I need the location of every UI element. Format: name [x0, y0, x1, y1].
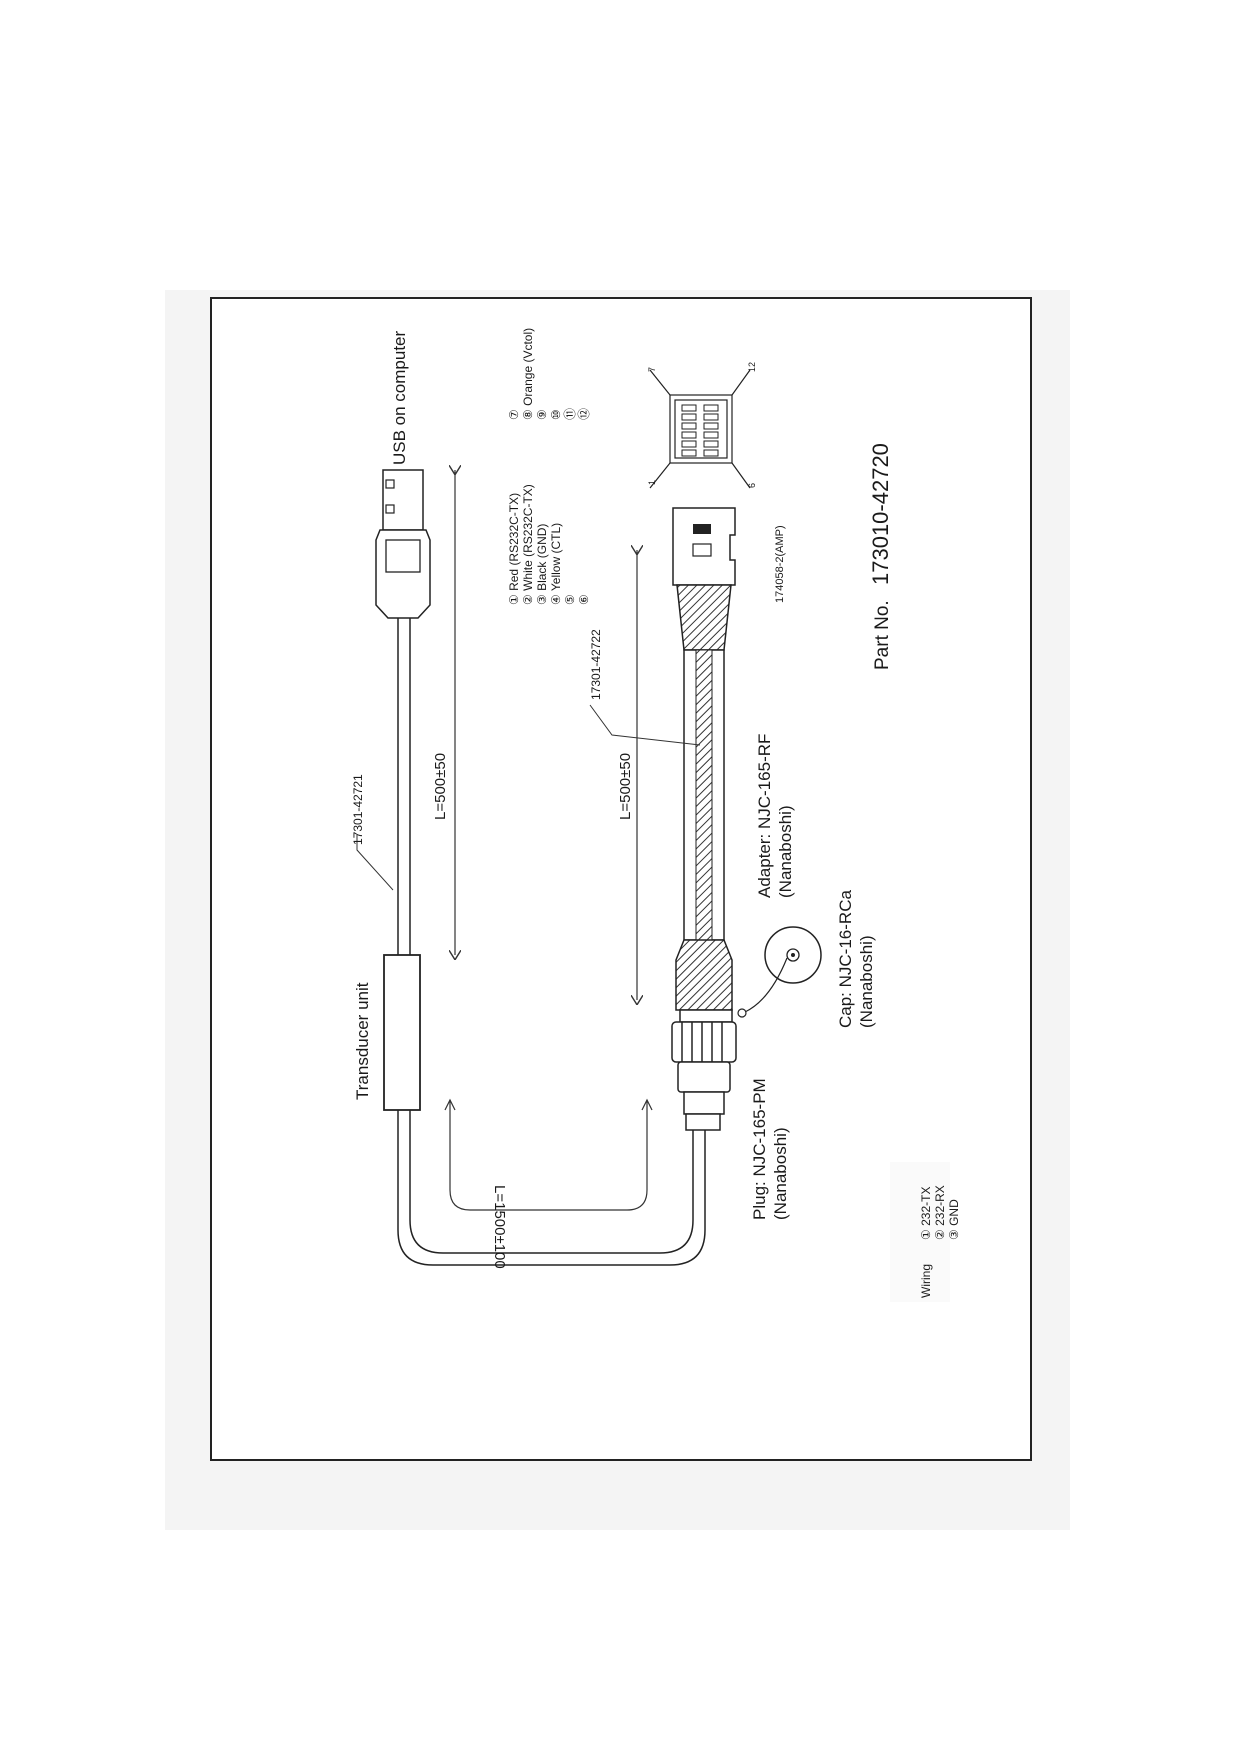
- pin-item: ③ Black (GND): [535, 524, 549, 605]
- plug-label-line2: (Nanaboshi): [771, 1127, 790, 1220]
- wiring-item: ① 232-TX: [919, 1187, 933, 1240]
- wiring-title: Wiring: [919, 1264, 933, 1298]
- wiring-item: ③ GND: [947, 1199, 961, 1240]
- pin-item: ② White (RS232C-TX): [521, 484, 535, 605]
- part-number: 173010-42720: [868, 443, 893, 585]
- pin-item: ⑧ Orange (Vctol): [521, 328, 535, 420]
- transducer-unit: [383, 954, 421, 1111]
- usb-cable: [397, 618, 411, 955]
- pin-item: ① Red (RS232C-TX): [507, 493, 521, 605]
- pin-item: ⑤: [563, 594, 577, 605]
- usb-label: USB on computer: [390, 330, 409, 465]
- part-number-prefix: Part No.: [872, 600, 893, 670]
- amp-pin-list: ① Red (RS232C-TX) ② White (RS232C-TX) ③ …: [507, 328, 591, 605]
- adapter-label-line2: (Nanaboshi): [776, 805, 795, 898]
- amp-connector-label: 174058-2(AMP): [774, 525, 786, 603]
- leader-cable2: [589, 704, 701, 746]
- amp-connector: [672, 507, 736, 651]
- pin-item: ⑩: [549, 409, 563, 420]
- pin-label-6: 6: [747, 483, 757, 488]
- usb-length-label: L=500±50: [432, 753, 449, 820]
- adapter-connector: [675, 939, 733, 1023]
- cable1-part-label: 17301-42721: [351, 774, 365, 845]
- wiring-box: [890, 1162, 950, 1302]
- cable2-part-label: 17301-42722: [589, 629, 603, 700]
- pin-label-12: 12: [747, 362, 757, 372]
- pin-item: ④ Yellow (CTL): [549, 523, 563, 605]
- pin-item: ⑪: [563, 408, 577, 420]
- transducer-label: Transducer unit: [353, 982, 372, 1100]
- cap-label-line1: Cap: NJC-16-RCa: [836, 890, 855, 1028]
- plug-length-label: L=1500±100: [491, 1185, 508, 1269]
- amp-pin-face: [649, 369, 751, 489]
- pin-item: ⑦: [507, 409, 521, 420]
- adapter-length-label: L=500±50: [617, 753, 634, 820]
- cap-label-line2: (Nanaboshi): [857, 935, 876, 1028]
- adapter-cable: [683, 649, 725, 941]
- wiring-item: ② 232-RX: [933, 1185, 947, 1240]
- adapter-label-line1: Adapter: NJC-165-RF: [755, 734, 774, 898]
- wiring-list: Wiring ① 232-TX ② 232-RX ③ GND: [919, 1185, 961, 1298]
- pin-item: ⑨: [535, 409, 549, 420]
- leader-cable1: [356, 835, 394, 891]
- cap: [737, 926, 822, 1018]
- pin-item: ⑫: [577, 408, 591, 420]
- usb-plug: [375, 469, 431, 619]
- pin-label-7: 7: [647, 367, 657, 372]
- pin-item: ⑥: [577, 594, 591, 605]
- plug-label-line1: Plug: NJC-165-PM: [750, 1078, 769, 1220]
- plug-connector: [671, 1021, 737, 1131]
- pin-label-1: 1: [647, 480, 657, 485]
- loop-cable: [397, 1110, 706, 1266]
- dimension-plug-cable: [444, 1098, 653, 1211]
